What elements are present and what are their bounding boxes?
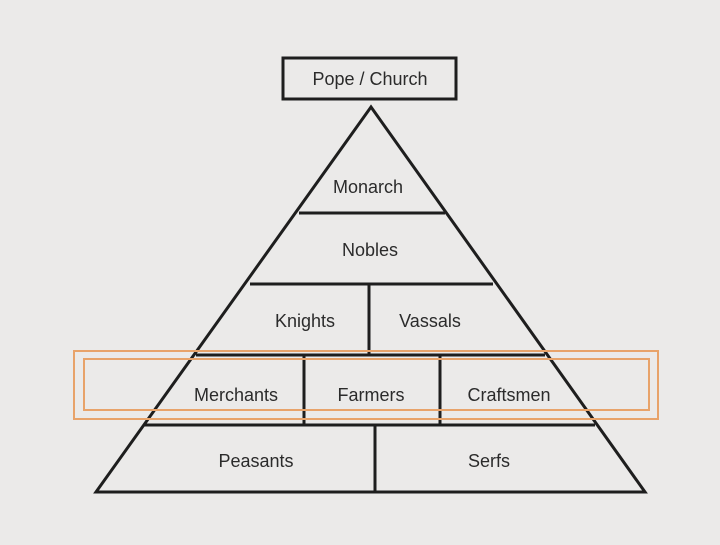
pyramid-outline (93, 104, 648, 494)
tier-label-merchants: Merchants (194, 385, 278, 405)
tier-label-peasants: Peasants (218, 451, 293, 471)
tier-label-farmers: Farmers (338, 385, 405, 405)
tier-label-craftsmen: Craftsmen (467, 385, 550, 405)
tier-label-vassals: Vassals (399, 311, 461, 331)
tier-label-serfs: Serfs (468, 451, 510, 471)
highlight-frame-inner (83, 358, 650, 411)
tier-label-monarch: Monarch (333, 177, 403, 197)
tier-label-nobles: Nobles (342, 240, 398, 260)
tier-label-knights: Knights (275, 311, 335, 331)
highlight-frame-outer (73, 350, 659, 420)
top-box (281, 56, 458, 101)
top-box-label: Pope / Church (312, 69, 427, 89)
